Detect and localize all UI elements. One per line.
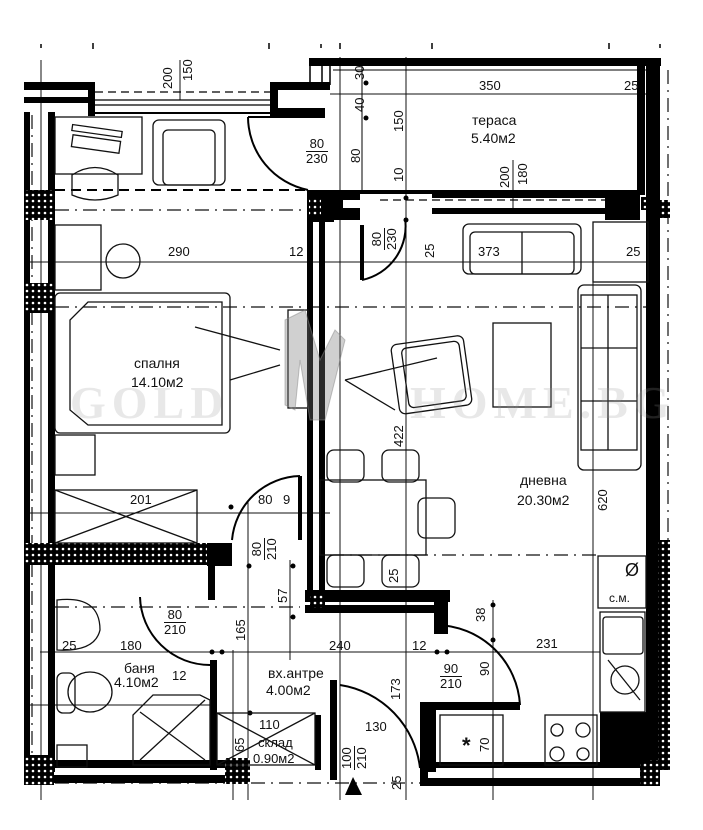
- door-height: 210: [353, 747, 369, 769]
- bathroom-area: 4.10м2: [114, 674, 159, 690]
- living-name: дневна: [520, 472, 567, 488]
- door-width: 100: [339, 746, 355, 770]
- door-swings: [139, 116, 521, 769]
- dim-window-200: 200: [160, 67, 175, 89]
- door-width: 90: [440, 662, 462, 677]
- dim-bath-180: 180: [120, 638, 142, 653]
- door-height: 210: [164, 621, 186, 637]
- dim-57: 57: [275, 588, 290, 603]
- dim-173: 173: [388, 678, 403, 700]
- storage-area: 0.90м2: [253, 751, 295, 766]
- dim-window-150: 150: [180, 59, 195, 81]
- dim-bedroom-door-9: 9: [283, 492, 291, 507]
- dim-bath-12: 12: [172, 668, 187, 683]
- dim-bedroom-12: 12: [289, 244, 304, 259]
- dim-terrace-width: 350: [479, 78, 501, 93]
- dim-422: 422: [391, 425, 406, 447]
- dim-bedroom-door-80: 80: [258, 492, 273, 507]
- dim-wardrobe: 201: [130, 492, 152, 507]
- dim-hall-240: 240: [329, 638, 351, 653]
- dim-terrace-30: 30: [352, 65, 367, 80]
- washing-machine-label: с.м.: [609, 591, 630, 605]
- dim-living-right: 25: [626, 244, 641, 259]
- watermark-left: GOLD: [70, 377, 230, 428]
- terrace-name: тераса: [472, 112, 517, 128]
- dim-terrace-10: 10: [391, 167, 406, 182]
- dim-hall-12: 12: [412, 638, 427, 653]
- watermark-right: HOME.BG: [410, 377, 676, 428]
- walls: [24, 59, 670, 786]
- dim-entry-25: 25: [389, 775, 404, 790]
- axis-dashdot-lines: [31, 70, 669, 784]
- dim-bath-25: 25: [62, 638, 77, 653]
- dim-terrace-80: 80: [348, 148, 363, 163]
- door-entry-label: 100 210: [339, 746, 369, 770]
- entry-arrow-icon: [345, 777, 362, 795]
- dim-living-25-top: 25: [422, 243, 437, 258]
- dim-kitchen-90: 90: [477, 661, 492, 676]
- dim-sofa: 373: [478, 244, 500, 259]
- watermark-logo: [284, 309, 346, 421]
- windows: [55, 91, 605, 201]
- washing-machine-icon: Ø: [625, 560, 640, 580]
- storage-name: склад: [258, 735, 293, 750]
- hall-area: 4.00м2: [266, 682, 311, 698]
- dim-25-table: 25: [386, 568, 401, 583]
- furniture: [54, 116, 649, 768]
- dim-terrace-150: 150: [391, 110, 406, 132]
- dim-38: 38: [473, 607, 488, 622]
- door-width: 80: [164, 608, 186, 623]
- dimension-dots: [209, 80, 496, 716]
- axis-ticks-top: [40, 43, 661, 49]
- watermark: GOLD HOME.BG: [70, 376, 670, 429]
- door-height: 230: [306, 150, 328, 166]
- bathroom-name: баня: [124, 660, 155, 676]
- bedroom-area: 14.10м2: [131, 374, 184, 390]
- door-width: 80: [369, 228, 385, 250]
- dim-620: 620: [595, 489, 610, 511]
- dim-entry-130: 130: [365, 719, 387, 734]
- door-living-top-label: 80 230: [369, 228, 399, 250]
- door-width: 80: [249, 538, 265, 560]
- dim-kitchen-231: 231: [536, 636, 558, 651]
- terrace-area: 5.40м2: [471, 130, 516, 146]
- door-height: 210: [440, 675, 462, 691]
- fridge-icon: *: [462, 733, 471, 758]
- dim-fridge-70: 70: [477, 737, 492, 752]
- dim-storage-110: 110: [259, 717, 280, 732]
- door-bedroom-label: 80 210: [249, 538, 279, 560]
- dim-terrace-right: 25: [624, 78, 639, 93]
- door-width: 80: [306, 137, 328, 152]
- door-bedroom-top-label: 80 230: [306, 137, 328, 165]
- door-bathroom-label: 80 210: [164, 608, 186, 636]
- dim-terrace-door-180: 180: [515, 163, 530, 185]
- living-area: 20.30м2: [517, 492, 570, 508]
- door-height: 210: [263, 538, 279, 560]
- dim-bedroom-width: 290: [168, 244, 190, 259]
- door-kitchen-label: 90 210: [440, 662, 462, 690]
- dim-165: 165: [233, 619, 248, 641]
- dim-storage-65: 65: [232, 737, 247, 752]
- dim-terrace-door-200: 200: [497, 166, 512, 188]
- dim-terrace-40: 40: [352, 97, 367, 112]
- bedroom-name: спалня: [134, 355, 180, 371]
- hall-name: вх.антре: [268, 665, 324, 681]
- door-height: 230: [383, 228, 399, 250]
